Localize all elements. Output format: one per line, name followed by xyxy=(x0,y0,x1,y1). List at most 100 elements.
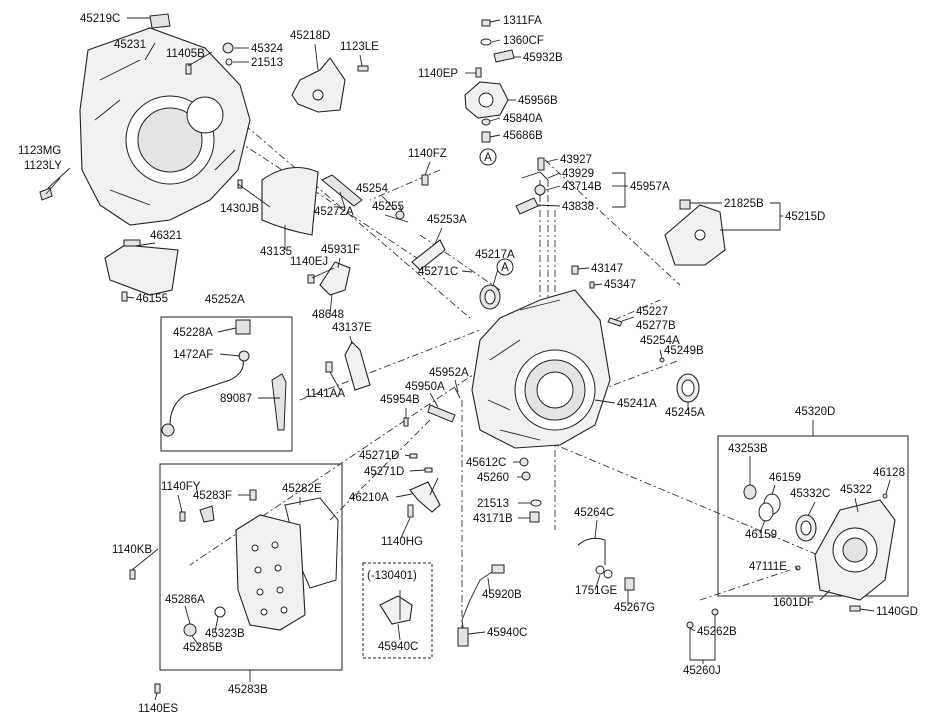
part-label-p45952A: 45952A xyxy=(429,367,469,379)
part-label-p45272A: 45272A xyxy=(314,206,354,218)
part-label-p1601DF: 1601DF xyxy=(773,597,814,609)
part-label-p45264C: 45264C xyxy=(574,507,614,519)
part-label-p45260J: 45260J xyxy=(683,665,721,677)
transaxle-case-45241A xyxy=(471,289,611,449)
bolt-1141AA xyxy=(325,361,333,373)
part-label-p45920B: 45920B xyxy=(482,589,522,601)
part-label-p45217A: 45217A xyxy=(475,249,515,261)
clip-45283F xyxy=(199,489,257,523)
bolt-45954B xyxy=(403,417,409,427)
part-label-p46128: 46128 xyxy=(873,467,905,479)
part-label-p21825B: 21825B xyxy=(724,198,764,210)
bolt-45227 xyxy=(607,317,623,327)
bolt-1140HG xyxy=(407,504,414,518)
part-label-p45218D: 45218D xyxy=(290,30,330,42)
part-label-p45332C: 45332C xyxy=(790,488,830,500)
part-label-p45277B: 45277B xyxy=(636,320,676,332)
bolt-1140FY xyxy=(179,511,186,522)
bracket-45931F xyxy=(319,261,351,296)
bracket-45219C xyxy=(149,13,171,29)
part-label-p45286A: 45286A xyxy=(165,594,205,606)
part-label-p43147: 43147 xyxy=(591,263,623,275)
part-label-p45940Ca: 45940C xyxy=(487,627,527,639)
part-label-p1141AA: 1141AA xyxy=(305,388,345,400)
plug-45267G xyxy=(624,577,635,591)
part-label-p1140GD: 1140GD xyxy=(876,606,918,618)
part-label-p45950A: 45950A xyxy=(405,381,445,393)
pipe-45264C xyxy=(577,537,613,579)
part-label-p45241A: 45241A xyxy=(617,398,657,410)
bracket-45215D xyxy=(664,199,726,266)
part-label-p1140FY: 1140FY xyxy=(161,481,201,493)
clip-89087 xyxy=(271,373,287,431)
part-label-p43135: 43135 xyxy=(260,246,292,258)
cover-43137E xyxy=(344,341,371,391)
plug-45612C xyxy=(519,457,529,467)
part-label-p45260a: 45260 xyxy=(477,472,509,484)
part-label-p1751GE: 1751GE xyxy=(575,585,618,597)
oring-45323B xyxy=(214,606,226,618)
part-label-p45932B: 45932B xyxy=(523,52,563,64)
oring-46159 xyxy=(758,493,781,522)
reference-marker-refA1: A xyxy=(479,148,497,166)
bolt-1140GD xyxy=(849,605,861,612)
part-label-p45957A: 45957A xyxy=(630,181,670,193)
part-label-p1140ES: 1140ES xyxy=(138,703,178,715)
sensor-variant-frame xyxy=(362,562,433,659)
part-label-p89087: 89087 xyxy=(220,393,252,405)
part-label-p1311FA: 1311FA xyxy=(503,15,542,27)
pin-46128 xyxy=(882,493,888,499)
plug-43171B xyxy=(529,511,540,523)
switch-45956B xyxy=(464,81,509,119)
seal-45840A xyxy=(481,118,491,126)
part-label-p1430JB: 1430JB xyxy=(220,203,259,215)
part-label-p45324: 45324 xyxy=(251,43,284,55)
pin-45271D xyxy=(409,453,433,473)
valve-body-frame xyxy=(159,463,343,671)
part-label-p45320D: 45320D xyxy=(795,406,835,418)
bolt-11405B xyxy=(185,63,192,75)
part-label-p45954B: 45954B xyxy=(380,394,420,406)
bolt-1140ES xyxy=(154,683,161,694)
part-label-p45249B: 45249B xyxy=(664,345,704,357)
part-label-p46159a: 46159 xyxy=(769,472,801,484)
part-label-p43927: 43927 xyxy=(560,154,592,166)
seal-45332C xyxy=(795,514,817,542)
part-label-p1360CF: 1360CF xyxy=(503,35,544,47)
part-label-p43137E: 43137E xyxy=(332,322,372,334)
part-label-p45612C: 45612C xyxy=(466,457,506,469)
part-label-p45271D2: 45271D xyxy=(364,466,404,478)
part-label-p1140KB: 1140KB xyxy=(112,544,152,556)
pin-45249B xyxy=(659,357,665,363)
side-cover-45322 xyxy=(814,499,896,601)
part-label-p45252A: 45252A xyxy=(205,294,245,306)
part-label-p46210A: 46210A xyxy=(349,492,389,504)
part-label-p45282E: 45282E xyxy=(282,483,322,495)
part-label-p45323B: 45323B xyxy=(205,628,245,640)
part-label-p43838: 43838 xyxy=(562,201,594,213)
seal-45217A xyxy=(479,284,501,310)
part-label-p1140HG: 1140HG xyxy=(381,536,423,548)
part-label-p43714B: 43714B xyxy=(562,181,602,193)
seal-45245A xyxy=(676,373,700,403)
part-label-p46159b: 46159 xyxy=(745,529,777,541)
part-label-p1123LE: 1123LE xyxy=(340,41,379,53)
bolt-1140EP xyxy=(475,67,482,78)
part-label-p45253A: 45253A xyxy=(427,214,467,226)
part-label-p1140FZ: 1140FZ xyxy=(408,148,447,160)
transaxle-housing-45231 xyxy=(79,27,251,226)
lever-43838 xyxy=(515,197,539,215)
oil-strainer-46321 xyxy=(104,239,179,296)
shield-43135 xyxy=(261,166,319,236)
part-label-p1123MG: 1123MG xyxy=(18,145,61,157)
reference-markers: AA xyxy=(479,148,514,276)
sensor-45920B xyxy=(457,564,505,647)
part-label-p46155: 46155 xyxy=(136,293,168,305)
plug-45260 xyxy=(521,471,531,481)
part-label-p43171B: 43171B xyxy=(473,513,513,525)
sensor-45940C-variant xyxy=(379,590,413,625)
shaft-45950A xyxy=(427,404,456,423)
plug-45686B xyxy=(481,131,491,143)
